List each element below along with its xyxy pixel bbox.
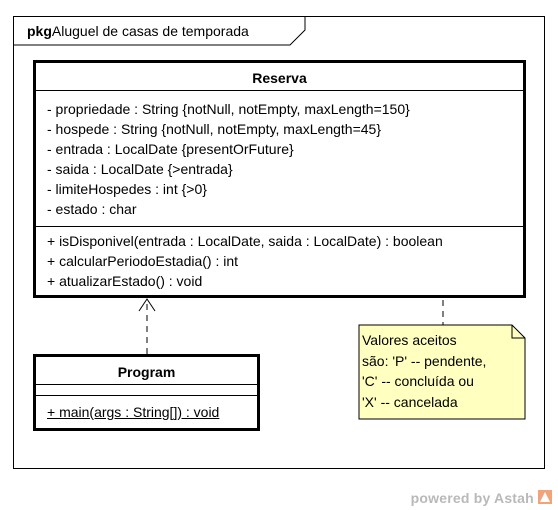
astah-watermark: powered by Astah <box>411 490 552 506</box>
package-label: pkgAluguel de casas de temporada <box>27 22 249 40</box>
operations-divider <box>36 226 523 227</box>
package-name: Aluguel de casas de temporada <box>51 23 249 39</box>
watermark-text: powered by Astah <box>410 490 534 506</box>
attribute-saida: - saida : LocalDate {>entrada} <box>47 161 233 177</box>
note-line: Valores aceitos <box>362 332 457 348</box>
note-line: 'X' -- cancelada <box>362 393 458 410</box>
attribute-limiteHospedes: - limiteHospedes : int {>0} <box>47 181 207 197</box>
attributes-divider <box>36 90 523 91</box>
dependency-arrowhead <box>138 298 156 312</box>
operation-atualizarEstado: + atualizarEstado() : void <box>47 273 203 289</box>
class-name: Program <box>117 364 176 380</box>
note-fold <box>511 325 525 339</box>
package-tab-outline <box>13 16 306 46</box>
attributes-divider <box>36 384 257 385</box>
astah-logo-icon <box>538 490 552 504</box>
attribute-list: - propriedade : String {notNull, notEmpt… <box>47 99 410 219</box>
note-line: 'C' -- concluída ou <box>362 373 474 389</box>
operation-main: + main(args : String[]) : void <box>47 404 220 420</box>
note-line: são: 'P' -- pendente, <box>362 352 487 369</box>
package-keyword: pkg <box>27 23 52 39</box>
attribute-estado: - estado : char <box>47 201 137 217</box>
attribute-hospede: - hospede : String {notNull, notEmpty, m… <box>47 121 382 137</box>
class-name: Reserva <box>252 70 307 86</box>
class-reserva[interactable]: Reserva - propriedade : String {notNull,… <box>33 60 526 298</box>
attribute-entrada: - entrada : LocalDate {presentOrFuture} <box>47 141 294 157</box>
attribute-propriedade: - propriedade : String {notNull, notEmpt… <box>47 101 410 117</box>
note-shape <box>358 324 526 420</box>
operation-isDisponivel: + isDisponivel(entrada : LocalDate, said… <box>47 233 443 249</box>
operations-divider <box>36 395 257 396</box>
note-text: Valores aceitos são: 'P' -- pendente, 'C… <box>362 330 486 412</box>
class-program[interactable]: Program + main(args : String[]) : void <box>33 354 260 431</box>
operation-list: + isDisponivel(entrada : LocalDate, said… <box>47 231 443 291</box>
package-frame <box>13 16 545 469</box>
operation-calcularPeriodoEstadia: + calcularPeriodoEstadia() : int <box>47 253 239 269</box>
